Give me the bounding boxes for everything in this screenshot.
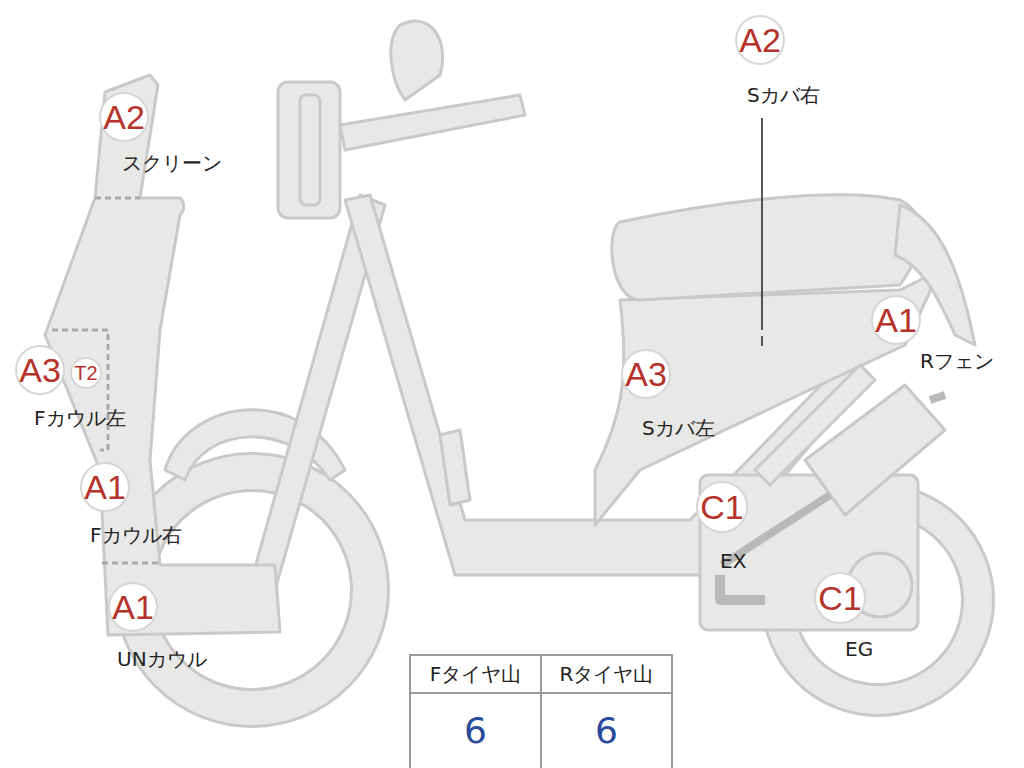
- damage-callout-circle: T2: [70, 357, 102, 389]
- damage-callout-circle: A2Sカバ右: [735, 15, 785, 65]
- damage-code: T2: [74, 363, 97, 383]
- damage-callout-circle: A2スクリーン: [99, 92, 149, 142]
- damage-code: A3: [625, 357, 667, 391]
- part-name: UNカウル: [117, 648, 207, 670]
- damage-callout-circle: A1UNカウル: [108, 582, 158, 632]
- damage-code: A2: [103, 100, 145, 134]
- damage-code: C1: [700, 490, 743, 524]
- tire-value: 6: [410, 693, 541, 768]
- damage-code: A2: [739, 23, 781, 57]
- damage-code: A1: [112, 590, 154, 624]
- damage-code: A1: [84, 470, 126, 504]
- damage-callout-circle: A3Sカバ左: [621, 349, 671, 399]
- damage-callout-circle: C1EX: [696, 481, 747, 532]
- part-name: Sカバ左: [642, 417, 715, 439]
- part-name: Fカウル左: [34, 407, 126, 429]
- damage-code: C1: [818, 581, 861, 615]
- damage-code: A3: [19, 353, 61, 387]
- part-name: Sカバ右: [747, 84, 820, 106]
- tire-value: 6: [541, 693, 672, 768]
- part-name: スクリーン: [122, 152, 222, 174]
- damage-code: A1: [875, 303, 917, 337]
- part-name: EX: [720, 550, 746, 572]
- part-name: EG: [845, 638, 873, 660]
- damage-callout-circle: A3Fカウル左: [15, 345, 65, 395]
- damage-callout-circle: A1Rフェン: [871, 295, 921, 345]
- tire-header: Rタイヤ山: [541, 655, 672, 693]
- damage-callout-circle: C1EG: [814, 572, 865, 623]
- tire-header: Fタイヤ山: [410, 655, 541, 693]
- damage-callout-circle: A1Fカウル右: [80, 462, 130, 512]
- part-name: Fカウル右: [90, 524, 182, 546]
- part-name: Rフェン: [920, 350, 994, 372]
